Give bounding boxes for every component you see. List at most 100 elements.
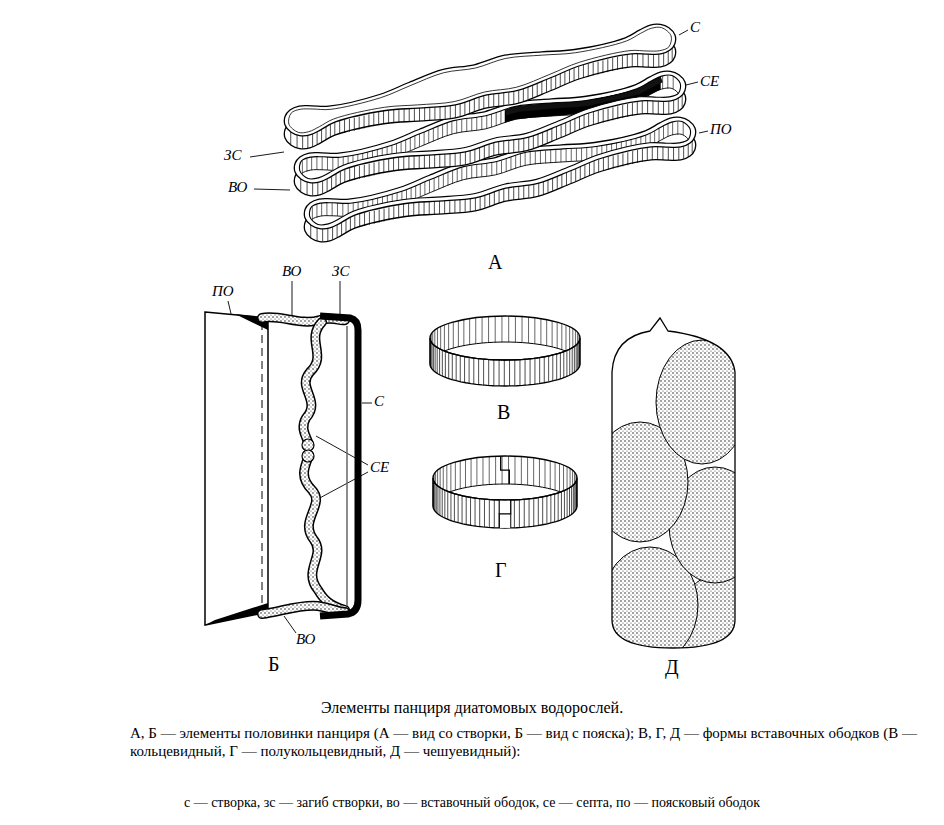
hatch-line: [537, 83, 538, 96]
hatch-line: [456, 355, 457, 381]
hatch-line: [520, 154, 521, 167]
hatch-line: [372, 150, 373, 163]
hatch-line: [542, 497, 543, 525]
hatch-line: [515, 156, 516, 169]
hatch-line: [574, 119, 575, 132]
hatch-line: [622, 56, 623, 69]
hatch-line: [345, 220, 346, 233]
scales: [592, 340, 767, 683]
hatch-line: [388, 110, 389, 123]
hatch-line: [408, 203, 409, 216]
hatch-line: [496, 162, 497, 175]
hatch-line: [383, 111, 384, 124]
hatch-line: [393, 206, 394, 219]
hatch-line: [558, 493, 559, 521]
hatch-line: [312, 134, 313, 147]
hatch-line: [589, 163, 590, 176]
hatch-line: [603, 110, 604, 123]
hatch-line: [475, 318, 476, 344]
hatch-line: [307, 182, 308, 195]
hatch-line: [524, 499, 525, 527]
hatch-line: [404, 109, 405, 122]
hatch-line: [424, 155, 425, 168]
hatch-line: [379, 210, 380, 223]
hatch-line: [577, 343, 578, 369]
hatch-line: [534, 358, 535, 384]
hatch-line: [546, 79, 547, 92]
hatch-line: [535, 151, 536, 164]
hatch-line: [580, 167, 581, 180]
hatch-line: [613, 156, 614, 169]
hatch-line: [621, 141, 622, 154]
hatch-line: [658, 54, 659, 67]
hatch-line: [461, 119, 462, 132]
hatch-line: [348, 155, 349, 168]
hatch-line: [650, 133, 651, 146]
hatch-line: [618, 154, 619, 167]
hatch-line: [584, 165, 585, 178]
hatch-line: [362, 200, 363, 213]
frustule-valve: [284, 24, 675, 149]
hatch-line: [598, 111, 599, 124]
hatch-line: [392, 194, 393, 207]
hatch-line: [450, 463, 451, 491]
hatch-line: [561, 125, 562, 138]
hatch-line: [627, 104, 628, 117]
hatch-line: [493, 94, 494, 107]
hatch-line: [327, 157, 328, 170]
hatch-line: [419, 156, 420, 169]
hatch-line: [561, 324, 562, 350]
hatch-line: [566, 350, 567, 376]
valve-rim: [289, 27, 672, 133]
hatch-line: [330, 125, 331, 138]
hatch-line: [608, 108, 609, 121]
hatch-line: [471, 165, 472, 178]
hatch-line: [567, 489, 568, 517]
hatch-line: [460, 356, 461, 382]
hatch-line: [645, 135, 646, 148]
hatch-line: [339, 121, 340, 134]
hatch-line: [564, 490, 565, 518]
hatch-line: [479, 97, 480, 110]
hatch-line: [555, 76, 556, 89]
hatch-line: [434, 107, 435, 120]
hatch-line: [534, 318, 535, 344]
hatch-line: [454, 494, 455, 522]
hatch-line: [420, 184, 421, 197]
hatch-line: [515, 316, 516, 342]
part-label: ЗС: [224, 146, 241, 164]
panel-letter: Г: [495, 558, 507, 582]
hatch-line: [556, 126, 557, 139]
hatch-line: [509, 360, 510, 386]
hatch-line: [647, 148, 648, 161]
hatch-line: [302, 135, 303, 148]
hatch-line: [561, 492, 562, 520]
hatch-line: [369, 212, 370, 225]
hatch-line: [439, 487, 440, 515]
hatch-line: [344, 120, 345, 133]
hatch-line: [504, 360, 505, 386]
hatch-line: [343, 157, 344, 170]
hatch-line: [398, 110, 399, 123]
half-ring-band: [433, 456, 577, 528]
hatch-line: [554, 494, 555, 522]
hatch-line: [546, 320, 547, 346]
hatch-line: [503, 189, 504, 202]
hatch-line: [642, 149, 643, 162]
hatch-line: [654, 131, 655, 144]
hatch-line: [312, 182, 313, 195]
hatch-line: [642, 101, 643, 114]
hatch-line: [541, 81, 542, 94]
hatch-line: [471, 459, 472, 487]
hatch-line: [433, 345, 434, 371]
hatch-line: [560, 149, 561, 162]
hatch-line: [612, 58, 613, 71]
hatch-line: [337, 203, 338, 216]
hatch-line: [387, 146, 388, 159]
hatch-line: [482, 457, 483, 485]
hatch-line: [622, 105, 623, 118]
hatch-line: [382, 196, 383, 209]
panel-letter: В: [497, 400, 510, 424]
hatch-line: [476, 165, 477, 178]
caption-text: А, Б — элементы половинки панциря (А — в…: [130, 724, 930, 760]
